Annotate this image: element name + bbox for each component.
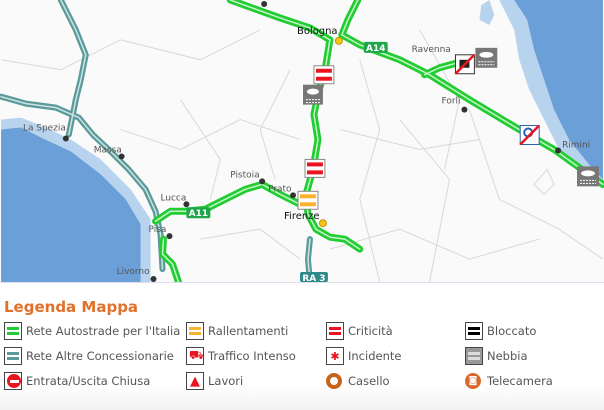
accident-icon: ✱ [326,347,344,365]
ra3-shield [300,272,328,282]
fog-icon[interactable] [577,166,599,187]
city-pisa: Pisa [149,225,167,235]
a11-shield [186,207,211,219]
legend-item: Rallentamenti [186,322,288,340]
legend-label: Rallentamenti [208,324,289,338]
roadworks-icon: ▲ [186,372,204,390]
legend-label: Lavori [208,374,244,388]
city-prato: Prato [268,184,291,194]
legend-label: Criticità [348,324,393,338]
minor-roads [0,29,604,282]
legend-item: Bloccato [465,322,536,340]
green-road-icon [4,322,22,340]
legend-label: Entrata/Uscita Chiusa [26,374,151,388]
fog-icon [465,347,483,365]
rallentamenti-icon[interactable] [297,190,319,210]
legend-title: Legenda Mappa [4,298,139,316]
criticita-icon[interactable] [304,158,326,178]
city-firenze: Firenze [284,211,319,222]
red-road-icon [326,322,344,340]
road-shields: A14 A11 RA 3 [186,41,388,283]
map-legend: Legenda Mappa Rete Autostrade per l'Ital… [0,283,604,410]
city-forli: Forlì [442,97,461,107]
legend-label: Incidente [348,349,402,363]
city-lucca: Lucca [161,193,187,203]
legend-item: ⛟ Traffico Intenso [186,347,296,365]
legend-label: Rete Autostrade per l'Italia [26,324,181,338]
sea [1,0,603,282]
city-bologna: Bologna [297,26,338,37]
city-labels: Bologna Forlì Ravenna Rimini La Spezia M… [23,26,590,277]
legend-item: Nebbia [465,347,528,365]
legend-item: Rete Autostrade per l'Italia [4,322,180,340]
city-livorno: Livorno [117,267,150,277]
legend-item: ◙ Telecamera [465,372,553,390]
legend-label: Bloccato [487,324,537,338]
traffic-cars-icon: ⛟ [186,347,204,365]
city-massa: Massa [94,145,122,155]
legend-item: Entrata/Uscita Chiusa [4,372,150,390]
city-la-spezia: La Spezia [23,124,66,134]
city-pistoia: Pistoia [230,170,259,180]
a14-shield [363,41,388,53]
orange-road-icon [186,322,204,340]
traffic-events [297,47,599,210]
legend-label: Nebbia [487,349,528,363]
legend-label: Casello [348,374,390,388]
camera-icon: ◙ [465,372,483,390]
legend-label: Traffico Intenso [208,349,296,363]
closed-exit-icon[interactable] [454,53,476,75]
black-road-icon [465,322,483,340]
toll-icon [326,372,344,390]
legend-item: Criticità [326,322,393,340]
city-markers [62,0,562,282]
city-rimini: Rimini [562,140,590,150]
legend-item: ✱ Incidente [326,347,401,365]
a11-label: A11 [189,209,208,219]
no-entry-icon [4,372,22,390]
teal-road-icon [4,347,22,365]
a14-label: A14 [366,44,385,54]
legend-label: Telecamera [487,374,553,388]
legend-item: ▲ Lavori [186,372,243,390]
city-ravenna: Ravenna [412,45,451,55]
fog-icon[interactable] [475,47,498,68]
legend-item: Rete Altre Concessionarie [4,347,174,365]
traffic-map[interactable]: A14 A11 RA 3 Bologna Forlì Ravenna Rimin… [0,0,604,283]
fog-icon[interactable] [302,84,323,105]
criticita-icon[interactable] [313,65,335,85]
legend-label: Rete Altre Concessionarie [26,349,174,363]
ra3-label: RA 3 [302,274,325,283]
closed-service-area-icon[interactable] [519,124,541,146]
legend-item: Casello [326,372,390,390]
